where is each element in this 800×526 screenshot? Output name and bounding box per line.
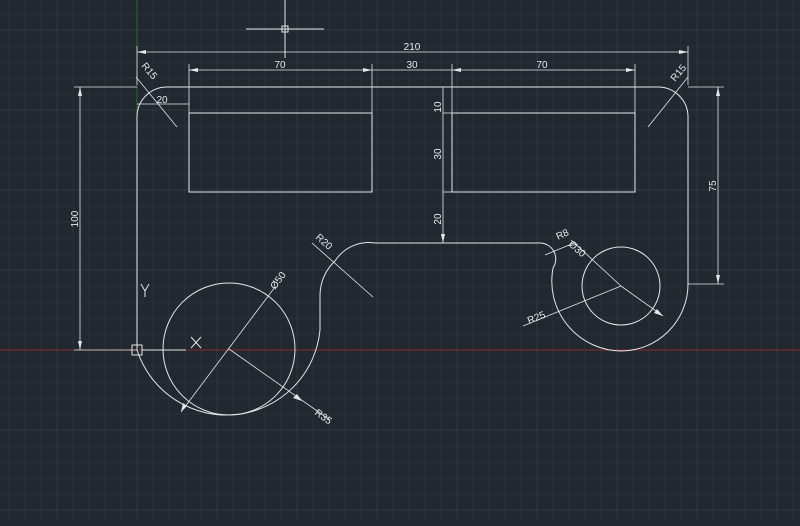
- dim-rect-left-width: 70: [274, 60, 286, 71]
- left-circle[interactable]: [162, 282, 296, 416]
- radius-top-right: R15: [669, 62, 690, 83]
- dim-gap-width: 30: [406, 60, 418, 71]
- crosshair-cursor[interactable]: [246, 0, 324, 58]
- dim-overall-height: 100: [70, 210, 81, 227]
- radius-small-fillet: R8: [555, 227, 572, 243]
- x-marker: [190, 336, 202, 349]
- diameter-left-circle: Ø50: [269, 270, 289, 292]
- right-rectangle[interactable]: [451, 112, 636, 193]
- dimension-arrows: [78, 50, 720, 412]
- left-rectangle[interactable]: [188, 112, 373, 193]
- radius-fillet: R20: [313, 232, 334, 253]
- dim-rect-height: 30: [433, 148, 444, 160]
- part-outline[interactable]: [136, 86, 689, 416]
- dim-right-height: 75: [708, 180, 719, 192]
- dim-rect-bottom-gap: 20: [433, 213, 444, 225]
- radius-top-left: R15: [139, 61, 160, 82]
- ucs-icon: [131, 283, 186, 356]
- dimension-lines: [74, 46, 724, 421]
- dim-top-offset: 10: [433, 101, 444, 113]
- right-circle[interactable]: [581, 246, 661, 326]
- dim-small-offset: 20: [156, 95, 168, 106]
- dim-overall-width: 210: [404, 42, 421, 53]
- dim-rect-right-width: 70: [536, 60, 548, 71]
- radius-left-arc: R35: [312, 408, 334, 428]
